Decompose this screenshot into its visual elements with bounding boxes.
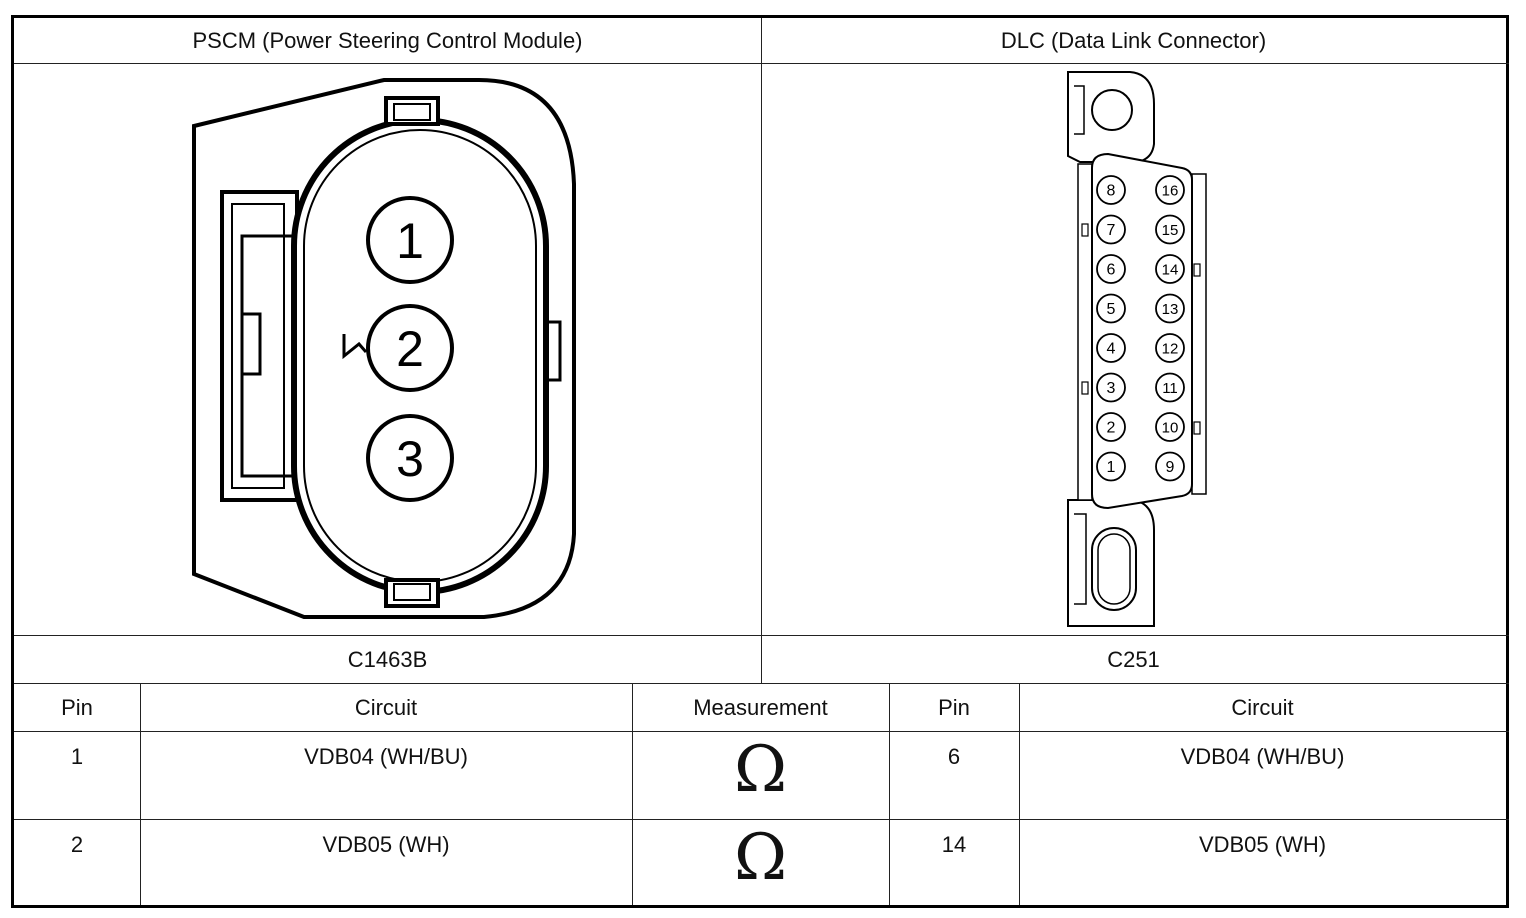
grid-line: [632, 684, 633, 905]
dlc-pin-6-label: 6: [1107, 262, 1116, 279]
grid-line: [761, 18, 762, 684]
dlc-pin-5: [1096, 293, 1126, 324]
dlc-pin-4-label: 4: [1107, 341, 1116, 358]
dlc-pin-15-label: 15: [1162, 222, 1179, 239]
dlc-pin-2: [1096, 412, 1126, 442]
dlc-pin-grid: 8 7 6 5 4 3 2 1 16 15 14 13 12 11 10 9: [1096, 175, 1185, 482]
dlc-pin-6: [1096, 254, 1126, 284]
pscm-connector-diagram: 1 2 3: [192, 78, 576, 619]
grid-line: [140, 684, 141, 905]
dlc-connector-id: C251: [1107, 646, 1160, 672]
row1-ohm-icon: Ω: [733, 733, 788, 807]
header-circuit-a: Circuit: [354, 694, 418, 720]
header-pin-b: Pin: [938, 694, 970, 720]
row2-pin-a: 2: [70, 832, 84, 857]
pscm-pin-2-label: 2: [396, 321, 424, 377]
dlc-pin-5-label: 5: [1107, 301, 1116, 318]
dlc-pin-1-label: 1: [1107, 459, 1116, 476]
row2-pin-b: 14: [941, 832, 967, 857]
dlc-pin-8-label: 8: [1107, 183, 1116, 200]
row2-circuit-b: VDB05 (WH): [1198, 832, 1327, 857]
grid-line: [14, 819, 1509, 820]
dlc-pin-10: [1155, 412, 1185, 442]
dlc-pin-3: [1096, 372, 1126, 403]
dlc-pin-2-label: 2: [1107, 420, 1116, 437]
dlc-pin-14-label: 14: [1162, 262, 1179, 279]
dlc-connector-diagram: 8 7 6 5 4 3 2 1 16 15 14 13 12 11 10 9: [1067, 71, 1207, 627]
dlc-pin-12-label: 12: [1162, 341, 1179, 358]
dlc-pin-4: [1096, 333, 1126, 363]
pscm-pin-1-label: 1: [396, 213, 424, 269]
dlc-pin-15: [1155, 214, 1185, 245]
dlc-pin-9-label: 9: [1166, 459, 1175, 476]
dlc-pin-8: [1096, 175, 1126, 205]
pscm-title: PSCM (Power Steering Control Module): [192, 27, 583, 53]
dlc-pin-1: [1096, 451, 1126, 482]
dlc-pin-16-label: 16: [1162, 183, 1179, 200]
row1-circuit-a: VDB04 (WH/BU): [304, 744, 468, 769]
pscm-pin-3-label: 3: [396, 431, 424, 487]
row1-pin-b: 6: [947, 744, 961, 769]
grid-line: [14, 731, 1509, 732]
dlc-title: DLC (Data Link Connector): [1000, 27, 1267, 53]
row2-circuit-a: VDB05 (WH): [322, 832, 450, 857]
dlc-pin-13-label: 13: [1162, 301, 1179, 318]
dlc-pin-13: [1155, 293, 1185, 324]
dlc-pin-7-label: 7: [1107, 222, 1116, 239]
dlc-pin-14: [1155, 254, 1185, 284]
dlc-pin-16: [1155, 175, 1185, 205]
grid-line: [1019, 684, 1020, 905]
row1-pin-a: 1: [70, 744, 84, 769]
header-pin-a: Pin: [61, 694, 93, 720]
dlc-pin-11-label: 11: [1162, 380, 1178, 397]
dlc-pin-11: [1155, 372, 1185, 403]
dlc-pin-12: [1155, 333, 1185, 363]
dlc-pin-7: [1096, 214, 1126, 245]
pscm-connector-id: C1463B: [347, 646, 428, 672]
row1-circuit-b: VDB04 (WH/BU): [1180, 744, 1345, 769]
dlc-pin-9: [1155, 451, 1185, 482]
header-measurement: Measurement: [693, 694, 828, 720]
dlc-pin-3-label: 3: [1107, 380, 1116, 397]
row2-ohm-icon: Ω: [733, 821, 788, 895]
dlc-pin-10-label: 10: [1162, 420, 1179, 437]
grid-line: [889, 684, 890, 905]
diagram-frame: [11, 15, 1509, 908]
header-circuit-b: Circuit: [1231, 694, 1294, 720]
